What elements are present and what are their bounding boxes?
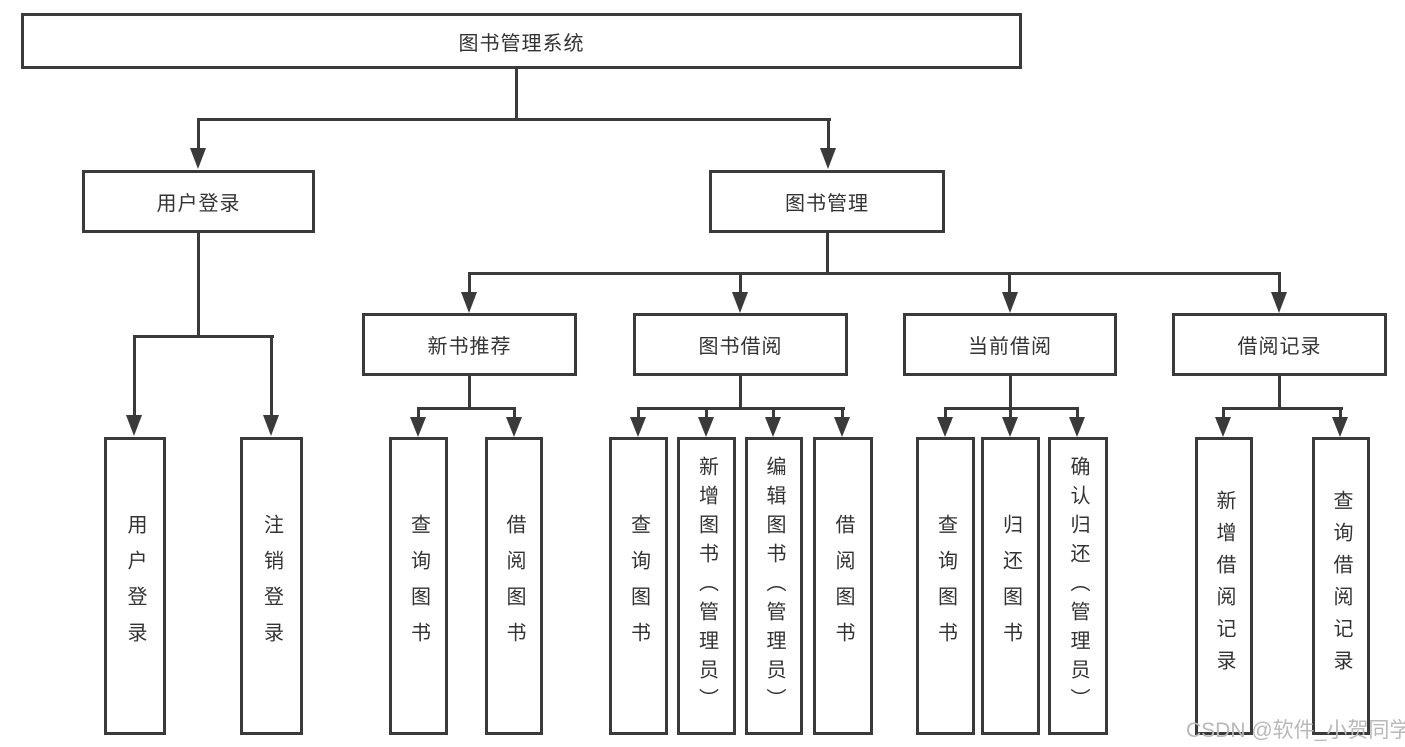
connector-line xyxy=(133,335,274,338)
watermark: CSDN @软件_小贺同学 xyxy=(1186,719,1405,742)
arrowhead xyxy=(834,417,850,437)
leaf-rec-query-record: 查询借阅记录 xyxy=(1312,437,1370,735)
connector-line xyxy=(1222,407,1225,419)
node-user-login: 用户登录 xyxy=(82,170,315,233)
connector-line xyxy=(468,376,471,409)
arrowhead xyxy=(126,415,142,436)
arrowhead xyxy=(1271,292,1287,313)
arrowhead xyxy=(1002,417,1018,437)
connector-line xyxy=(739,376,742,409)
arrowhead xyxy=(506,417,522,437)
connector-line xyxy=(1222,407,1343,410)
connector-line xyxy=(270,335,273,415)
leaf-rec-add-record-label: 新增借阅记录 xyxy=(1213,490,1235,682)
leaf-bb-add-book-admin-label: 新增图书（管理员） xyxy=(695,455,718,717)
connector-line xyxy=(1278,376,1281,409)
leaf-nb-borrow-book-label: 借阅图书 xyxy=(503,514,525,658)
connector-line xyxy=(944,407,947,419)
arrowhead xyxy=(1069,417,1085,437)
arrowhead xyxy=(461,292,477,313)
leaf-cb-query-book-label: 查询图书 xyxy=(934,514,957,658)
leaf-user-login: 用户登录 xyxy=(104,437,166,735)
leaf-cb-return-book-label: 归还图书 xyxy=(999,514,1022,658)
connector-line xyxy=(739,272,742,293)
connector-line xyxy=(468,272,471,293)
connector-line xyxy=(197,118,200,148)
connector-line xyxy=(827,118,830,148)
leaf-bb-query-book-label: 查询图书 xyxy=(627,514,650,658)
connector-line xyxy=(841,407,844,419)
leaf-cb-confirm-return-admin: 确认归还（管理员） xyxy=(1048,437,1108,735)
arrowhead xyxy=(1332,417,1348,437)
connector-line xyxy=(197,233,200,335)
connector-line xyxy=(826,233,829,274)
leaf-user-login-label: 用户登录 xyxy=(124,514,146,658)
arrowhead xyxy=(1002,292,1018,313)
leaf-cb-return-book: 归还图书 xyxy=(981,437,1040,735)
node-book-borrow: 图书借阅 xyxy=(633,313,848,376)
connector-line xyxy=(1009,376,1012,409)
connector-line xyxy=(513,407,516,419)
leaf-rec-add-record: 新增借阅记录 xyxy=(1195,437,1253,735)
leaf-nb-borrow-book: 借阅图书 xyxy=(485,437,543,735)
leaf-bb-edit-book-admin-label: 编辑图书（管理员） xyxy=(763,455,785,717)
connector-line xyxy=(1278,272,1281,293)
leaf-rec-query-record-label: 查询借阅记录 xyxy=(1330,490,1352,682)
connector-line xyxy=(637,407,845,410)
leaf-logout: 注销登录 xyxy=(240,437,303,735)
leaf-cb-query-book: 查询图书 xyxy=(916,437,975,735)
connector-line xyxy=(468,272,1281,275)
arrowhead xyxy=(1215,417,1231,437)
connector-line xyxy=(1076,407,1079,419)
connector-line xyxy=(637,407,640,419)
node-borrow-record: 借阅记录 xyxy=(1172,313,1387,376)
connector-line xyxy=(133,335,136,415)
connector-line xyxy=(515,69,518,121)
arrowhead xyxy=(263,415,279,436)
leaf-logout-label: 注销登录 xyxy=(260,514,283,658)
arrowhead xyxy=(820,148,836,169)
connector-line xyxy=(1339,407,1342,419)
leaf-bb-borrow-book: 借阅图书 xyxy=(813,437,873,735)
connector-line xyxy=(1009,407,1012,419)
arrowhead xyxy=(765,417,781,437)
arrowhead xyxy=(732,292,748,313)
node-current-borrow: 当前借阅 xyxy=(903,313,1117,376)
arrowhead xyxy=(410,417,426,437)
node-root: 图书管理系统 xyxy=(21,13,1022,69)
leaf-bb-add-book-admin: 新增图书（管理员） xyxy=(677,437,736,735)
node-book-management: 图书管理 xyxy=(709,170,945,233)
leaf-nb-query-book-label: 查询图书 xyxy=(407,514,430,658)
arrowhead xyxy=(190,148,206,169)
node-new-book-recommend: 新书推荐 xyxy=(362,313,577,376)
leaf-bb-edit-book-admin: 编辑图书（管理员） xyxy=(745,437,803,735)
leaf-bb-borrow-book-label: 借阅图书 xyxy=(832,514,854,658)
leaf-cb-confirm-return-admin-label: 确认归还（管理员） xyxy=(1067,455,1089,717)
connector-line xyxy=(772,407,775,419)
arrowhead xyxy=(698,417,714,437)
connector-line xyxy=(417,407,516,410)
leaf-bb-query-book: 查询图书 xyxy=(609,437,668,735)
arrowhead xyxy=(937,417,953,437)
connector-line xyxy=(417,407,420,419)
connector-line xyxy=(197,118,831,121)
leaf-nb-query-book: 查询图书 xyxy=(389,437,448,735)
connector-line xyxy=(705,407,708,419)
connector-line xyxy=(1008,272,1011,293)
arrowhead xyxy=(630,417,646,437)
